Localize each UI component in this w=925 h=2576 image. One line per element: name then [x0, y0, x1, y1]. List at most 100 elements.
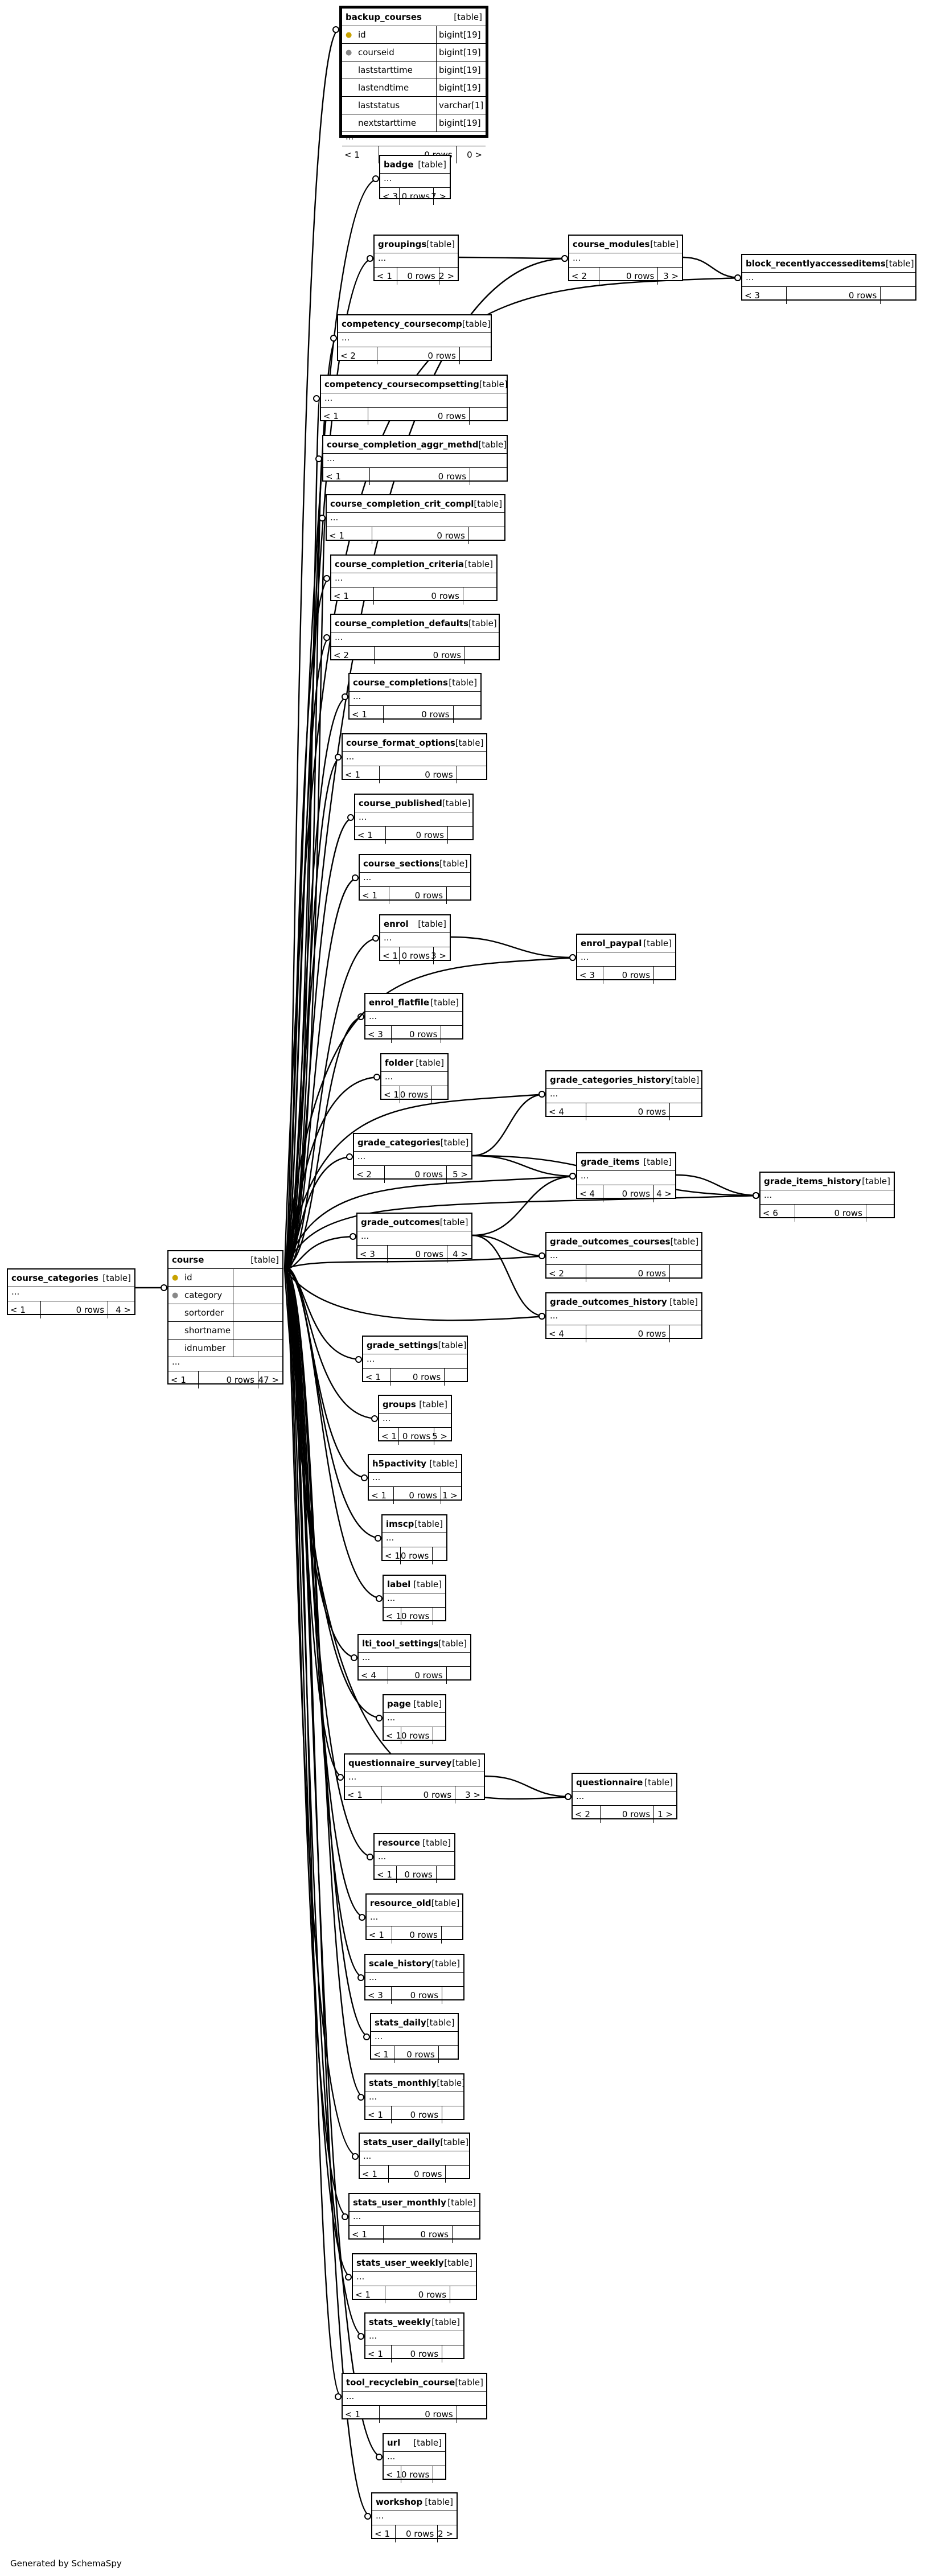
child-count: [463, 587, 496, 605]
table-header: grade_items[table]: [577, 1153, 675, 1171]
more-columns: ...: [360, 873, 470, 887]
table-type-label: [table]: [426, 239, 455, 249]
more-columns: ...: [342, 132, 486, 146]
table-column: sortorder: [168, 1304, 282, 1322]
crowfoot-marker: [367, 255, 373, 262]
child-count: 3 >: [431, 951, 446, 961]
row-count: 0 rows: [385, 1166, 447, 1183]
more-columns: ...: [343, 752, 486, 766]
table-header: course_completion_aggr_methd[table]: [323, 436, 507, 454]
row-count: 0 rows: [368, 408, 470, 425]
column-type: [233, 1304, 282, 1321]
row-count: 0 rows: [401, 2466, 434, 2483]
crowfoot-marker: [538, 1091, 545, 1098]
table-competency-coursecompsetting[interactable]: competency_coursecompsetting[table]...< …: [320, 375, 508, 425]
table-type-label: [table]: [885, 258, 914, 269]
table-course-completion-crit-compl[interactable]: course_completion_crit_compl[table]...< …: [326, 494, 505, 544]
relationship-line: [472, 1234, 546, 1257]
row-count: 0 rows: [795, 1205, 866, 1222]
table-column: shortname: [168, 1322, 282, 1340]
generated-by-note: Generated by SchemaSpy: [10, 2558, 122, 2569]
crowfoot-marker: [372, 935, 379, 942]
primary-key-icon: ●: [346, 30, 352, 39]
relationship-line: [283, 696, 349, 1268]
relationship-line: [676, 1174, 760, 1197]
parent-count: < 1: [369, 1487, 394, 1504]
child-count: [457, 2406, 486, 2423]
table-name: course_published: [359, 798, 442, 808]
table-name: scale_history: [369, 1958, 432, 1969]
parent-count: < 1: [350, 706, 384, 723]
relationship-line: [283, 1269, 349, 2218]
row-count: 0 rows: [374, 587, 463, 605]
table-block-recentlyaccesseditems[interactable]: block_recentlyaccesseditems[table]...< 3…: [741, 254, 916, 304]
table-header: scale_history[table]: [365, 1955, 463, 1973]
child-count: [441, 1026, 462, 1043]
more-columns: ...: [168, 1357, 282, 1371]
parent-count: < 4: [577, 1185, 604, 1202]
parent-count: < 1: [380, 947, 400, 964]
parent-count: < 1: [343, 766, 380, 783]
table-name: questionnaire: [576, 1777, 643, 1788]
child-count: [433, 1547, 446, 1564]
table-header: course_categories[table]: [8, 1269, 134, 1287]
table-course-completion-aggr-methd[interactable]: course_completion_aggr_methd[table]...< …: [322, 435, 508, 485]
crowfoot-marker: [361, 1474, 368, 1481]
column-name: courseid: [358, 47, 394, 57]
